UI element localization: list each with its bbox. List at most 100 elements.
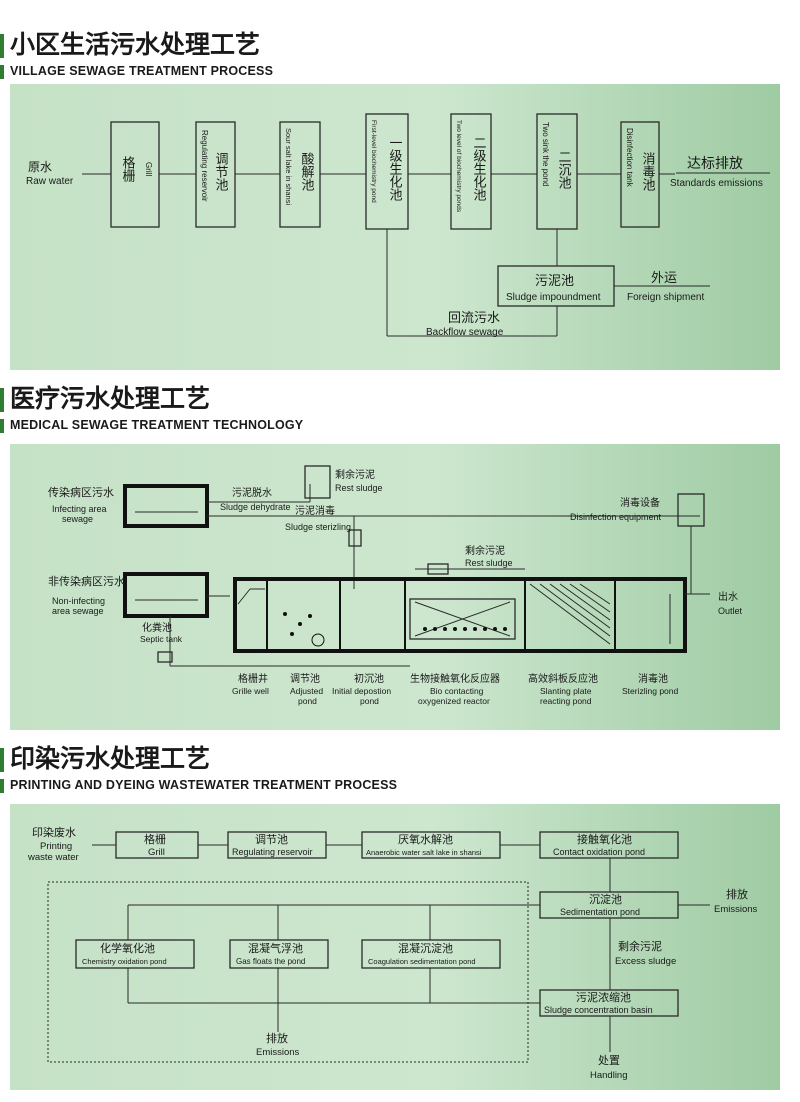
dye-dotted-region — [47, 881, 529, 1063]
initial-depo-label-en2: pond — [360, 696, 379, 706]
dye-sludge-conc-label-cn: 污泥浓缩池 — [576, 991, 631, 1004]
standards-label-en: Standards emissions — [670, 178, 763, 189]
dye-sludge-conc-label-en: Sludge concentration basin — [544, 1005, 653, 1015]
dye-contact-ox-label-cn: 接触氧化池 — [577, 832, 632, 846]
slanting-label-en2: reacting pond — [540, 696, 592, 706]
sludge-dehydrate-label-cn: 污泥脱水 — [232, 486, 272, 499]
sludge-pond-label-en: Sludge impoundment — [506, 292, 601, 303]
sludge-pond-label-cn: 污泥池 — [535, 274, 574, 289]
disinfection-label-en: Disinfection tank — [625, 128, 634, 188]
non-infecting-label-en1: Non-infecting — [52, 596, 105, 606]
slanting-label-cn: 高效斜板反应池 — [528, 672, 598, 685]
outlet-label-en: Outlet — [718, 606, 743, 616]
foreign-label-cn: 外运 — [651, 271, 677, 286]
backflow-label-en: Backflow sewage — [426, 327, 504, 338]
infecting-label-en1: Infecting area — [52, 504, 107, 514]
first-bio-label-cn: 一级生化池 — [387, 136, 403, 201]
dye-coag-sed-label-cn: 混凝沉淀池 — [398, 941, 453, 955]
regulating-label-cn: 调节池 — [213, 152, 229, 191]
grill-label-en: Grill — [144, 162, 153, 176]
dye-gas-float-box — [229, 939, 329, 969]
disinfection-equipment-box — [677, 493, 705, 527]
section-2-subtitle: MEDICAL SEWAGE TREATMENT TECHNOLOGY — [0, 418, 304, 433]
infecting-label-cn: 传染病区污水 — [48, 485, 114, 499]
slanting-label-en1: Slanting plate — [540, 686, 592, 696]
dye-excess-label-en: Excess sludge — [615, 956, 676, 967]
bio-contact-label-en1: Bio contacting — [430, 686, 484, 696]
sludge-sterilizing-label-en: Sludge sterizling — [285, 522, 351, 532]
second-bio-label-en: Two level of biochemistry ponds — [455, 120, 462, 213]
dye-emissions-right-label-cn: 排放 — [726, 887, 748, 901]
rest-sludge-mid-label-en: Rest sludge — [465, 558, 513, 568]
section-1-title: 小区生活污水处理工艺 — [0, 30, 261, 59]
bio-reactor-media — [409, 598, 516, 640]
raw-water-label-en: Raw water — [26, 176, 74, 187]
dye-anaerobic-label-cn: 厌氧水解池 — [398, 832, 453, 846]
sludge-dehydrate-label-en: Sludge dehydrate — [220, 502, 291, 512]
dye-handling-label-en: Handling — [590, 1070, 628, 1081]
initial-depo-label-en1: Initial depostion — [332, 686, 391, 696]
standards-label-cn: 达标排放 — [687, 156, 743, 172]
dye-grill-label-en: Grill — [148, 847, 165, 858]
sour-salt-box — [279, 121, 321, 228]
dye-excess-label-cn: 剩余污泥 — [618, 939, 662, 953]
dye-sedimentation-label-en: Sedimentation pond — [560, 907, 640, 917]
printing-label-en2: waste water — [27, 852, 79, 863]
adjusted-label-en2: pond — [298, 696, 317, 706]
sterizing-label-en: Sterizling pond — [622, 686, 679, 696]
rest-sludge-top-label-cn: 剩余污泥 — [335, 468, 375, 481]
regulating-box — [195, 121, 236, 228]
second-bio-box — [450, 113, 492, 230]
dye-regulating-label-en: Regulating reservoir — [232, 847, 313, 857]
dye-emissions-bottom-label-cn: 排放 — [266, 1031, 288, 1045]
raw-water-label-cn: 原水 — [28, 160, 52, 174]
dye-handling-label-cn: 处置 — [598, 1054, 620, 1067]
dye-gas-float-label-en: Gas floats the pond — [236, 957, 305, 966]
dyeing-diagram-panel: 印染废水 Printing waste water 格栅 Grill 调节池 R… — [10, 804, 780, 1090]
section-1-subtitle: VILLAGE SEWAGE TREATMENT PROCESS — [0, 64, 274, 79]
adjusted-label-cn: 调节池 — [290, 672, 320, 685]
village-diagram: 原水 Raw water 格栅 Grill 调节池 Regulating res… — [26, 113, 770, 338]
dye-gas-float-label-cn: 混凝气浮池 — [248, 941, 303, 955]
section-3-subtitle: PRINTING AND DYEING WASTEWATER TREATMENT… — [0, 778, 398, 793]
grill-box — [110, 121, 160, 228]
non-infecting-tank — [123, 572, 209, 618]
rest-sludge-mid-label-cn: 剩余污泥 — [465, 544, 505, 557]
disinfection-equipment-label-cn: 消毒设备 — [620, 496, 660, 509]
grill-label-cn: 格栅 — [120, 155, 136, 183]
dye-coag-sed-box — [361, 939, 501, 969]
section-3-title: 印染污水处理工艺 — [0, 744, 211, 773]
section-2-title: 医疗污水处理工艺 — [0, 384, 211, 413]
septic-label-cn: 化粪池 — [142, 621, 172, 634]
sterizing-label-cn: 消毒池 — [638, 672, 668, 685]
backflow-label-cn: 回流污水 — [448, 311, 500, 326]
sour-salt-label-en: Sour salt lake in shansi — [284, 128, 293, 205]
village-diagram-panel: 原水 Raw water 格栅 Grill 调节池 Regulating res… — [10, 84, 780, 370]
non-infecting-label-cn: 非传染病区污水 — [48, 574, 125, 588]
dye-sedimentation-label-cn: 沉淀池 — [589, 892, 622, 906]
outlet-label-cn: 出水 — [718, 590, 738, 603]
dye-emissions-bottom-label-en: Emissions — [256, 1047, 300, 1058]
dye-coag-sed-label-en: Coagulation sedimentation pond — [368, 957, 476, 966]
regulating-label-en: Regulating reservoir — [200, 130, 209, 202]
medical-diagram-panel: 传染病区污水 Infecting area sewage 非传染病区污水 Non… — [10, 444, 780, 730]
dye-emissions-right-label-en: Emissions — [714, 904, 758, 915]
infecting-label-en2: sewage — [62, 514, 93, 524]
dye-chem-ox-label-cn: 化学氧化池 — [100, 941, 155, 955]
disinfection-equipment-label-en: Disinfection equipment — [570, 512, 662, 522]
bio-contact-label-cn: 生物接触氧化反应器 — [410, 672, 500, 685]
dye-chem-ox-label-en: Chemistry oxidation pond — [82, 957, 167, 966]
septic-label-en: Septic tank — [140, 634, 183, 644]
second-sink-label-cn: 二沉池 — [556, 150, 572, 189]
dye-regulating-label-cn: 调节池 — [255, 833, 288, 846]
dyeing-diagram: 印染废水 Printing waste water 格栅 Grill 调节池 R… — [27, 825, 758, 1081]
second-sink-label-en: Two sink the pond — [541, 122, 550, 186]
disinfection-box — [620, 121, 660, 228]
initial-depo-label-cn: 初沉池 — [354, 672, 384, 685]
dye-anaerobic-label-en: Anaerobic water salt lake in shansi — [366, 848, 482, 857]
dye-grill-label-cn: 格栅 — [144, 832, 166, 846]
grille-well-label-en: Grille well — [232, 686, 269, 696]
adjusted-label-en1: Adjusted — [290, 686, 323, 696]
second-bio-label-cn: 二级生化池 — [471, 136, 487, 201]
disinfection-label-cn: 消毒池 — [640, 152, 656, 191]
